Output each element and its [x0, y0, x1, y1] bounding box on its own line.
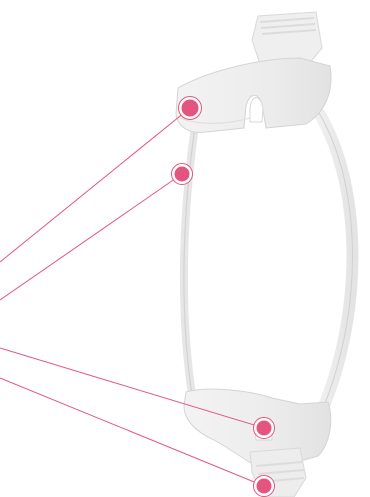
retractor-frame	[179, 82, 359, 426]
callout-marker-3[interactable]	[253, 417, 275, 439]
callout-line-2	[0, 173, 183, 301]
frame-left-rail	[179, 116, 200, 399]
callout-marker-1[interactable]	[178, 96, 202, 120]
callout-line-3	[0, 347, 265, 429]
callout-marker-4[interactable]	[253, 475, 275, 497]
callout-line-1	[0, 107, 191, 263]
callout-lines	[0, 107, 265, 487]
frame-right-rail	[294, 82, 359, 426]
callout-line-4	[0, 377, 265, 487]
callout-marker-2[interactable]	[171, 163, 193, 185]
upper-blade	[175, 57, 332, 133]
